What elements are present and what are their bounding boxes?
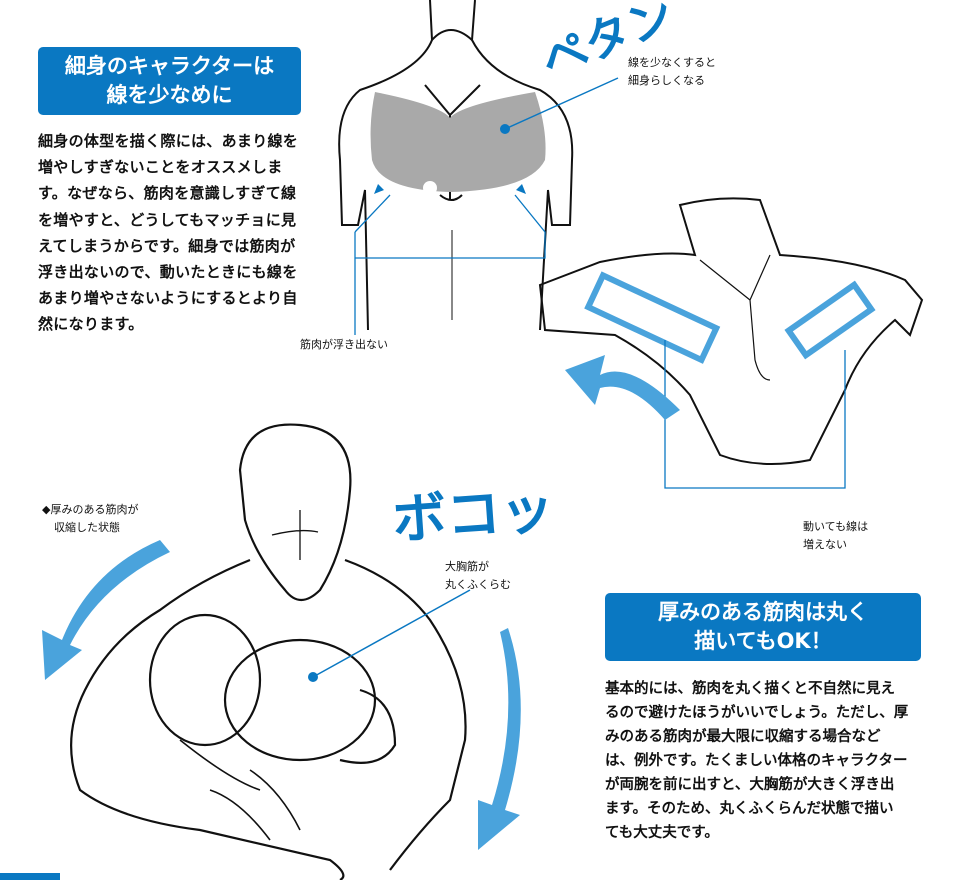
annotation-line: 細身らしくなる [628, 74, 705, 87]
annotation-pectoral: 大胸筋が 丸くふくらむ [445, 558, 511, 594]
section1-body: 細身の体型を描く際には、あまり線を 増やしすぎないことをオススメしま す。なぜな… [38, 128, 298, 338]
body-line: が両腕を前に出すと、大胸筋が大きく浮き出 [605, 777, 895, 793]
annotation-contracted: ◆厚みのある筋肉が 収縮した状態 [42, 501, 138, 537]
section1-title: 細身のキャラクターは 線を少なめに [38, 47, 301, 115]
body-line: ても大丈夫です。 [605, 825, 719, 841]
annotation-line: 増えない [803, 538, 847, 551]
curved-arrow-right-down [478, 628, 521, 850]
curved-arrow-left [565, 355, 680, 420]
body-line: えてしまうからです。細身では筋肉が [38, 236, 296, 255]
body-line: を増やすと、どうしてもマッチョに見 [38, 210, 297, 229]
body-line: は、例外です。たくましい体格のキャラクター [605, 753, 908, 769]
body-line: す。なぜなら、筋肉を意識しすぎて線 [38, 184, 297, 203]
body-line: 基本的には、筋肉を丸く描くと不自然に見え [605, 681, 895, 697]
chest-shade [370, 92, 546, 192]
body-line: 然になります。 [38, 315, 144, 334]
slim-torso-raised-illustration [538, 197, 924, 465]
title-line: 描いてもOK！ [694, 629, 832, 653]
body-line: るので避けたほうがいいでしょう。ただし、厚 [605, 705, 909, 721]
annotation-line: ◆厚みのある筋肉が [42, 503, 139, 516]
curved-arrow-left-down [42, 540, 170, 680]
body-line: 細身の体型を描く際には、あまり線を [38, 132, 299, 150]
body-line: みのある筋肉が最大限に収縮する場合など [605, 729, 881, 745]
title-line: 線を少なめに [106, 83, 233, 107]
title-line: 細身のキャラクターは [64, 54, 275, 78]
annotation-no-muscle: 筋肉が浮き出ない [300, 338, 388, 351]
page-tab [0, 873, 60, 880]
body-line: ます。そのため、丸くふくらんだ状態で描い [605, 801, 894, 817]
muscular-figure-illustration [70, 423, 467, 880]
annotation-line: 線を少なくすると [628, 56, 716, 69]
annotation-moving: 動いても線は 増えない [803, 518, 868, 554]
body-line: 増やしすぎないことをオススメしま [38, 158, 283, 177]
annotation-fewer-lines: 線を少なくすると 細身らしくなる [628, 54, 716, 90]
annotation-line: 収縮した状態 [54, 521, 120, 534]
body-line: あまり増やさないようにするとより自 [38, 289, 298, 308]
annotation-line: 動いても線は [803, 520, 869, 533]
section2-title: 厚みのある筋肉は丸く 描いてもOK！ [605, 593, 921, 661]
annotation-line: 大胸筋が [445, 560, 489, 573]
body-line: 浮き出ないので、動いたときにも線を [38, 263, 298, 282]
annotation-line: 丸くふくらむ [445, 578, 511, 591]
title-line: 厚みのある筋肉は丸く [658, 600, 868, 624]
section2-body: 基本的には、筋肉を丸く描くと不自然に見え るので避けたほうがいいでしょう。ただし… [605, 677, 908, 845]
sfx-bokon: ボコッ [390, 477, 557, 552]
